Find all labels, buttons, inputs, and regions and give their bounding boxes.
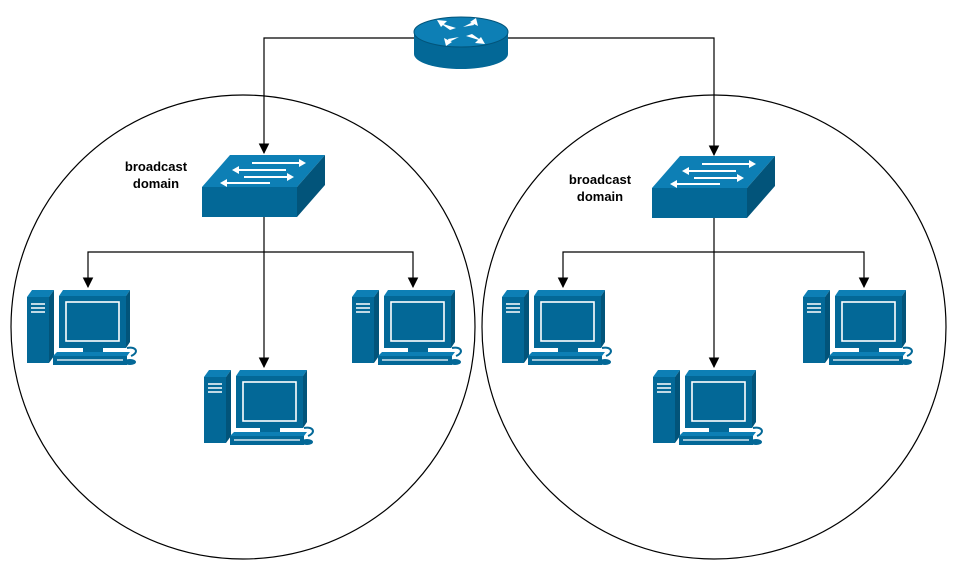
- computer-icon-left-2: [203, 369, 314, 446]
- computer-icon-left-1: [26, 289, 137, 366]
- broadcast-domain-label-left: broadcast domain: [124, 159, 188, 191]
- broadcast-domain-label-right: broadcast domain: [568, 172, 632, 204]
- switch-left-to-pc-3-link: [264, 251, 419, 289]
- computer-icon-left-3: [351, 289, 462, 366]
- switch-icon-right: [651, 155, 776, 219]
- switch-icon-left: [201, 154, 326, 218]
- switch-left-to-pc-1-link: [82, 217, 265, 289]
- computer-icon-right-3: [802, 289, 913, 366]
- computer-icon-right-1: [501, 289, 612, 366]
- router-icon: [413, 16, 509, 69]
- broadcast-domain-circle-left: [10, 94, 476, 560]
- router-to-switch-left-link: [258, 37, 414, 155]
- computer-icon-right-2: [652, 369, 763, 446]
- router-to-switch-right-link: [508, 37, 720, 157]
- switch-right-to-pc-1-link: [557, 217, 715, 289]
- switch-right-to-pc-3-link: [714, 251, 870, 289]
